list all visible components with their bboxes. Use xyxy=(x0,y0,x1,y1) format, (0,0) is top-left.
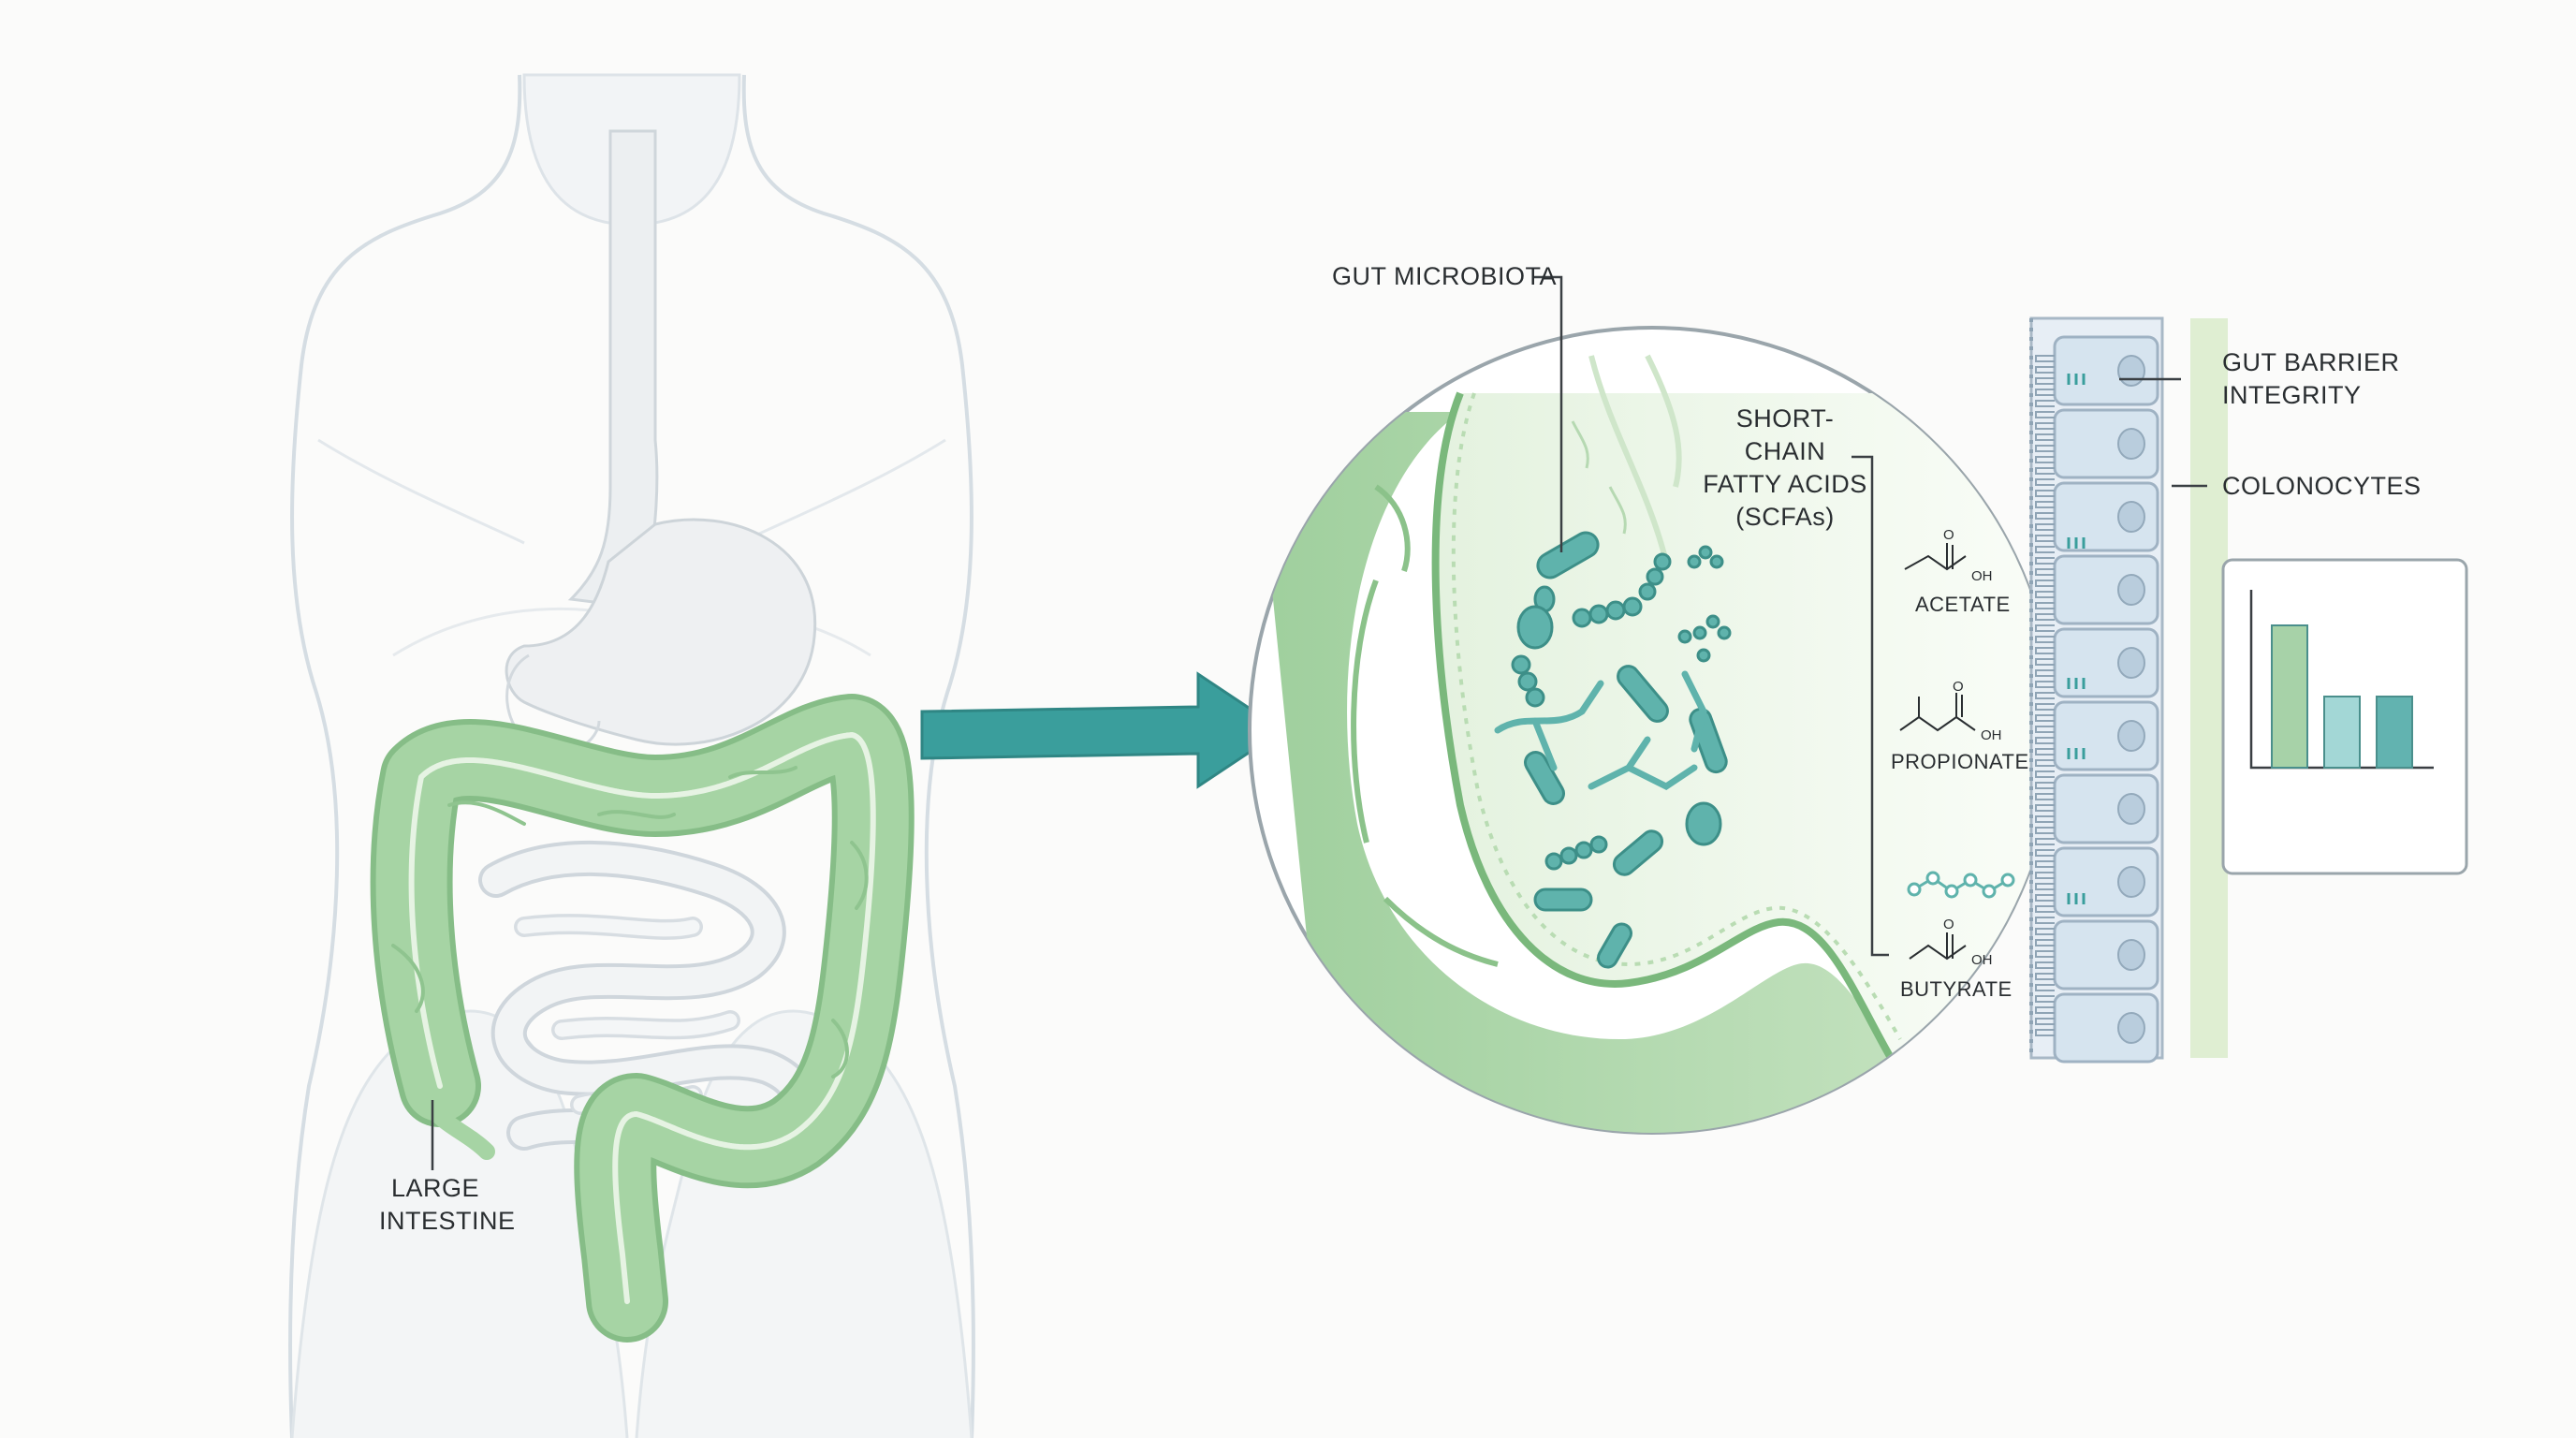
colonocyte-nucleus xyxy=(2117,720,2145,752)
colonocyte-cell xyxy=(2053,481,2159,552)
butyrate-oh: OH xyxy=(1971,952,1993,968)
colonocyte-nucleus xyxy=(2117,866,2145,898)
propionate-label: PROPIONATE xyxy=(1891,750,2029,773)
stomach xyxy=(505,129,817,756)
colonocyte-cell xyxy=(2053,846,2159,917)
large-intestine-label: LARGE INTESTINE xyxy=(379,1172,516,1238)
scfa-line-2: FATTY ACIDS xyxy=(1703,470,1867,498)
inset-chart-bar xyxy=(2376,696,2413,769)
colonocyte-cell xyxy=(2053,992,2159,1064)
inset-chart-bar xyxy=(2271,624,2308,769)
propionate-structure xyxy=(1899,693,1976,732)
microvilli xyxy=(2035,355,2055,1036)
butyrate-label: BUTYRATE xyxy=(1900,977,2012,1001)
inset-chart-axis xyxy=(2249,590,2434,770)
colonocyte-cell xyxy=(2053,335,2159,406)
propionate-o: O xyxy=(1953,679,1964,695)
colonocyte-nucleus xyxy=(2117,574,2145,606)
colonocyte-nucleus xyxy=(2117,501,2145,533)
scfa-line-3: (SCFAs) xyxy=(1735,503,1835,531)
colonocyte-nucleus xyxy=(2117,355,2145,387)
colonocyte-nucleus xyxy=(2117,1012,2145,1044)
colonocyte-cell xyxy=(2053,627,2159,698)
gut-microbiota-label: GUT MICROBIOTA xyxy=(1332,262,1558,290)
acetate-oh: OH xyxy=(1971,568,1993,584)
zoom-arrow xyxy=(920,671,1285,789)
colonocyte-nucleus xyxy=(2117,647,2145,679)
inset-chart-bar xyxy=(2323,696,2361,769)
gut-barrier-line-1: GUT BARRIER xyxy=(2222,348,2400,376)
colonocyte-cell xyxy=(2053,700,2159,771)
butyrate-o: O xyxy=(1943,917,1954,932)
filamentous-bacteria xyxy=(1494,670,1707,791)
bacteria-cluster xyxy=(1511,531,1732,969)
ball-stick-molecule xyxy=(1907,871,2015,899)
leader-lines xyxy=(431,275,2207,1170)
colon-cross-section xyxy=(1254,354,2055,1133)
acetate-structure xyxy=(1904,543,1967,571)
colonocyte-nucleus xyxy=(2117,793,2145,825)
gut-barrier-line-2: INTEGRITY xyxy=(2222,381,2362,409)
large-intestine-line-2: INTESTINE xyxy=(379,1207,516,1235)
butyrate-structure xyxy=(1909,932,1967,961)
colonocyte-cell xyxy=(2053,554,2159,625)
large-intestine-line-1: LARGE xyxy=(390,1174,480,1202)
acetate-label: ACETATE xyxy=(1915,593,2011,616)
colonocyte-cell xyxy=(2053,773,2159,844)
scfa-label: SHORT-CHAIN FATTY ACIDS (SCFAs) xyxy=(1696,403,1874,534)
gut-barrier-label: GUT BARRIER INTEGRITY xyxy=(2222,346,2400,412)
colonocyte-cell xyxy=(2053,919,2159,990)
tight-junctions xyxy=(2067,374,2086,904)
acetate-o: O xyxy=(1943,527,1954,543)
colonocytes-label: COLONOCYTES xyxy=(2222,472,2422,500)
colonocyte-cell xyxy=(2053,408,2159,479)
colonocyte-nucleus xyxy=(2117,939,2145,971)
propionate-oh: OH xyxy=(1981,727,2002,743)
colonocyte-nucleus xyxy=(2117,428,2145,460)
inset-chart xyxy=(2249,590,2434,770)
scfa-line-1: SHORT-CHAIN xyxy=(1735,404,1835,465)
large-intestine xyxy=(370,694,915,1343)
colonocyte-cells xyxy=(2035,335,2159,1064)
